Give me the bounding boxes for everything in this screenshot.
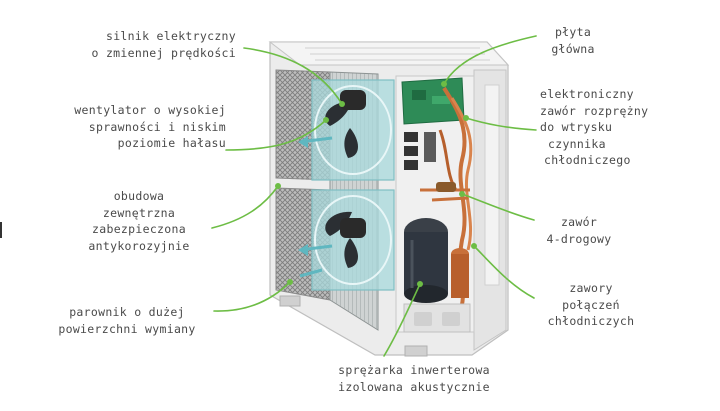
pointer-housing [275,183,281,189]
leader-valve [465,117,537,131]
label-motor: silnik elektryczny o zmiennej prędkości [91,29,236,60]
label-housing: obudowa zewnętrzna zabezpieczona antykor… [88,189,190,253]
pointer-fourway [459,191,465,197]
leader-motor [243,47,343,105]
leader-evaporator [213,281,291,312]
leader-housing [211,185,279,229]
unit-feet [279,295,428,357]
leader-mainboard [443,35,537,85]
label-evaporator: parownik o dużej powierzchni wymiany [58,305,196,336]
label-four-way-valve: zawór 4-drogowy [546,215,612,246]
pointer-evaporator [287,279,293,285]
pointer-connections [471,243,477,249]
leader-fourway [461,193,535,221]
service-compartment [395,75,475,333]
label-mainboard: płyta główna [551,25,595,56]
pointer-compressor [417,281,423,287]
leader-fan [225,119,327,151]
label-connection-valves: zawory połączeń chłodniczych [547,281,635,328]
page-edge-mark [0,222,2,238]
label-compressor: sprężarka inwerterowa izolowana akustycz… [338,363,490,394]
label-expansion-valve: elektroniczny zawór rozprężny do wtrysku… [540,87,649,167]
pointer-valve [463,115,469,121]
leader-connections [473,245,535,299]
leader-compressor [383,283,421,357]
label-fan: wentylator o wysokiej sprawności i niski… [74,103,226,150]
pointer-mainboard [441,81,447,87]
pointer-fan [323,117,329,123]
pointer-motor [339,101,345,107]
fan-assembly [298,79,395,291]
